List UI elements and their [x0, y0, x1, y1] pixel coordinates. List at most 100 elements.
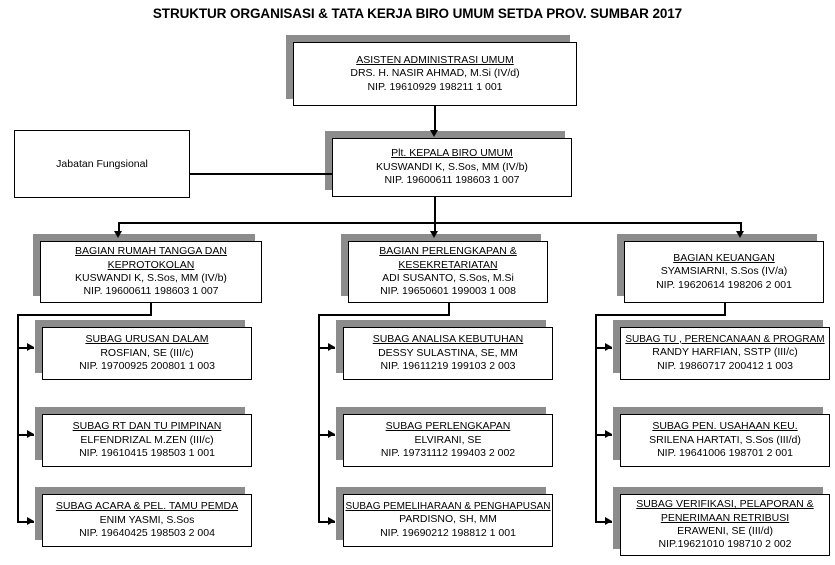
node-title-line2: PENERIMAAN RETRIBUSI: [660, 511, 790, 524]
node-subag-urusan-dalam[interactable]: SUBAG URUSAN DALAM ROSFIAN, SE (III/c) N…: [42, 327, 252, 380]
connector-bus-to-bagian-perlengkapan: [434, 222, 436, 234]
node-subag-perlengkapan[interactable]: SUBAG PERLENGKAPAN ELVIRANI, SE NIP. 197…: [343, 414, 553, 467]
page-title: STRUKTUR ORGANISASI & TATA KERJA BIRO UM…: [152, 6, 683, 21]
node-nip: NIP. 19690212 198812 1 001: [380, 526, 516, 539]
node-subag-acara-pel-tamu-pemda[interactable]: SUBAG ACARA & PEL. TAMU PEMDA ENIM YASMI…: [42, 494, 252, 547]
arrow-right-icon: [27, 517, 34, 525]
node-title: Plt. KEPALA BIRO UMUM: [391, 147, 513, 160]
node-name: DESSY SULASTINA, SE, MM: [378, 346, 518, 359]
connector-kepala-drop: [434, 197, 436, 223]
arrow-down-icon: [114, 231, 122, 238]
arrow-down-icon: [430, 231, 438, 238]
node-title-line2: KESEKRETARIATAN: [398, 258, 498, 271]
connector-to-subag-verifikasi: [595, 521, 612, 523]
node-bagian-keuangan[interactable]: BAGIAN KEUANGAN SYAMSIARNI, S.Sos (IV/a)…: [624, 241, 824, 303]
node-nip: NIP. 19600611 198603 1 007: [83, 285, 219, 298]
connector-column1-spine: [17, 314, 19, 523]
node-title: SUBAG ANALISA KEBUTUHAN: [372, 333, 524, 346]
node-nip: NIP. 19650601 199003 1 008: [380, 285, 516, 298]
connector-column3-spine: [595, 314, 597, 523]
node-title: SUBAG RT DAN TU PIMPINAN: [72, 420, 222, 433]
connector-fungsional-to-kepala: [190, 173, 332, 175]
node-nip: NIP. 19860717 200412 1 003: [657, 359, 793, 372]
node-subag-pen-usahaan-keu[interactable]: SUBAG PEN. USAHAAN KEU. SRILENA HARTATI,…: [620, 414, 830, 467]
node-title: SUBAG URUSAN DALAM: [85, 333, 209, 346]
connector-bus-to-bagian-keuangan: [740, 222, 742, 234]
connector-bagian-rt-elbow: [17, 314, 151, 316]
connector-column2-spine: [318, 314, 320, 523]
arrow-right-icon: [27, 430, 34, 438]
node-nip: NIP. 19611219 199103 2 003: [380, 360, 516, 373]
arrow-down-icon: [430, 130, 438, 137]
node-name: KUSWANDI K, S.Sos, MM (IV/b): [376, 160, 528, 173]
node-nip: NIP. 19620614 198206 2 001: [656, 278, 792, 291]
node-nip: NIP. 19641006 198701 2 001: [657, 447, 793, 460]
node-nip: NIP. 19731112 199403 2 002: [380, 447, 516, 460]
node-title: SUBAG PEMELIHARAAN & PENGHAPUSAN: [345, 500, 551, 512]
node-title: BAGIAN PERLENGKAPAN &: [379, 245, 517, 258]
connector-bagian-keuangan-elbow: [595, 314, 726, 316]
node-subag-tu-perencanaan-program[interactable]: SUBAG TU , PERENCANAAN & PROGRAM RANDY H…: [620, 327, 830, 380]
node-title-line2: KEPROTOKOLAN: [107, 258, 195, 271]
node-nip: NIP. 19640425 198503 2 004: [79, 527, 215, 540]
node-bagian-rumah-tangga-keprotokolan[interactable]: BAGIAN RUMAH TANGGA DAN KEPROTOKOLAN KUS…: [40, 241, 262, 303]
connector-bus-to-bagian-rt: [118, 222, 120, 234]
node-title: SUBAG PEN. USAHAAN KEU.: [652, 420, 798, 433]
node-asisten-administrasi-umum[interactable]: ASISTEN ADMINISTRASI UMUM DRS. H. NASIR …: [293, 42, 577, 106]
connector-to-subag-pen-usahaan: [595, 434, 612, 436]
connector-to-subag-rt-tu: [17, 434, 34, 436]
node-name: SRILENA HARTATI, S.Sos (III/d): [649, 433, 801, 446]
node-name: ELFENDRIZAL M.ZEN (III/c): [80, 433, 214, 446]
node-bagian-perlengkapan-kesekretariatan[interactable]: BAGIAN PERLENGKAPAN & KESEKRETARIATAN AD…: [348, 241, 548, 303]
arrow-right-icon: [328, 430, 335, 438]
node-name: KUSWANDI K, S.Sos, MM (IV/b): [75, 272, 227, 284]
node-title: SUBAG TU , PERENCANAAN & PROGRAM: [625, 333, 825, 345]
arrow-right-icon: [328, 517, 335, 525]
node-subag-rt-dan-tu-pimpinan[interactable]: SUBAG RT DAN TU PIMPINAN ELFENDRIZAL M.Z…: [42, 414, 252, 467]
node-name: SYAMSIARNI, S.Sos (IV/a): [660, 265, 788, 278]
node-name: ELVIRANI, SE: [414, 433, 482, 446]
node-title: SUBAG PERLENGKAPAN: [385, 420, 511, 433]
node-name: ENIM YASMI, S.Sos: [99, 513, 195, 526]
node-name: PARDISNO, SH, MM: [399, 513, 497, 526]
connector-to-subag-perlengkapan: [318, 434, 335, 436]
node-nip: NIP.19621010 198710 2 002: [658, 538, 792, 551]
node-subag-verifikasi-pelaporan-retribusi[interactable]: SUBAG VERIFIKASI, PELAPORAN & PENERIMAAN…: [620, 494, 830, 556]
node-name: ERAWENI, SE (III/d): [677, 525, 773, 537]
node-title: BAGIAN RUMAH TANGGA DAN: [75, 245, 227, 258]
node-plt-kepala-biro-umum[interactable]: Plt. KEPALA BIRO UMUM KUSWANDI K, S.Sos,…: [332, 138, 572, 197]
connector-to-subag-pemeliharaan: [318, 521, 335, 523]
node-title: BAGIAN KEUANGAN: [673, 251, 775, 264]
arrow-right-icon: [605, 517, 612, 525]
connector-bagian-bus: [118, 222, 742, 224]
node-name: ADI SUSANTO, S.Sos, M.Si: [382, 272, 514, 284]
connector-to-subag-tu-program: [595, 347, 612, 349]
arrow-right-icon: [605, 343, 612, 351]
node-name: ROSFIAN, SE (III/c): [100, 346, 194, 359]
node-subag-analisa-kebutuhan[interactable]: SUBAG ANALISA KEBUTUHAN DESSY SULASTINA,…: [343, 327, 553, 380]
node-title: ASISTEN ADMINISTRASI UMUM: [356, 53, 514, 66]
arrow-right-icon: [27, 343, 34, 351]
connector-bagian-perlengkapan-elbow: [318, 314, 449, 316]
connector-bagian-keuangan-drop: [724, 303, 726, 316]
connector-to-subag-analisa: [318, 347, 335, 349]
node-title: SUBAG ACARA & PEL. TAMU PEMDA: [55, 500, 239, 513]
connector-to-subag-urusan-dalam: [17, 347, 34, 349]
node-nip: NIP. 19600611 198603 1 007: [384, 174, 520, 187]
node-jabatan-fungsional[interactable]: Jabatan Fungsional: [14, 130, 190, 198]
node-nip: NIP. 19610415 198503 1 001: [79, 447, 215, 460]
node-title: SUBAG VERIFIKASI, PELAPORAN &: [636, 498, 814, 511]
node-nip: NIP. 19610929 198211 1 001: [367, 80, 503, 93]
connector-bagian-perlengkapan-drop: [448, 303, 450, 316]
arrow-down-icon: [736, 231, 744, 238]
node-label: Jabatan Fungsional: [56, 158, 148, 170]
connector-to-subag-acara: [17, 521, 34, 523]
connector-asisten-to-kepala: [434, 106, 436, 134]
arrow-right-icon: [605, 430, 612, 438]
node-name: RANDY HARFIAN, SSTP (III/c): [652, 346, 798, 359]
arrow-right-icon: [328, 343, 335, 351]
node-subag-pemeliharaan-penghapusan[interactable]: SUBAG PEMELIHARAAN & PENGHAPUSAN PARDISN…: [343, 494, 553, 547]
node-nip: NIP. 19700925 200801 1 003: [79, 360, 215, 373]
node-name: DRS. H. NASIR AHMAD, M.Si (IV/d): [350, 67, 520, 80]
